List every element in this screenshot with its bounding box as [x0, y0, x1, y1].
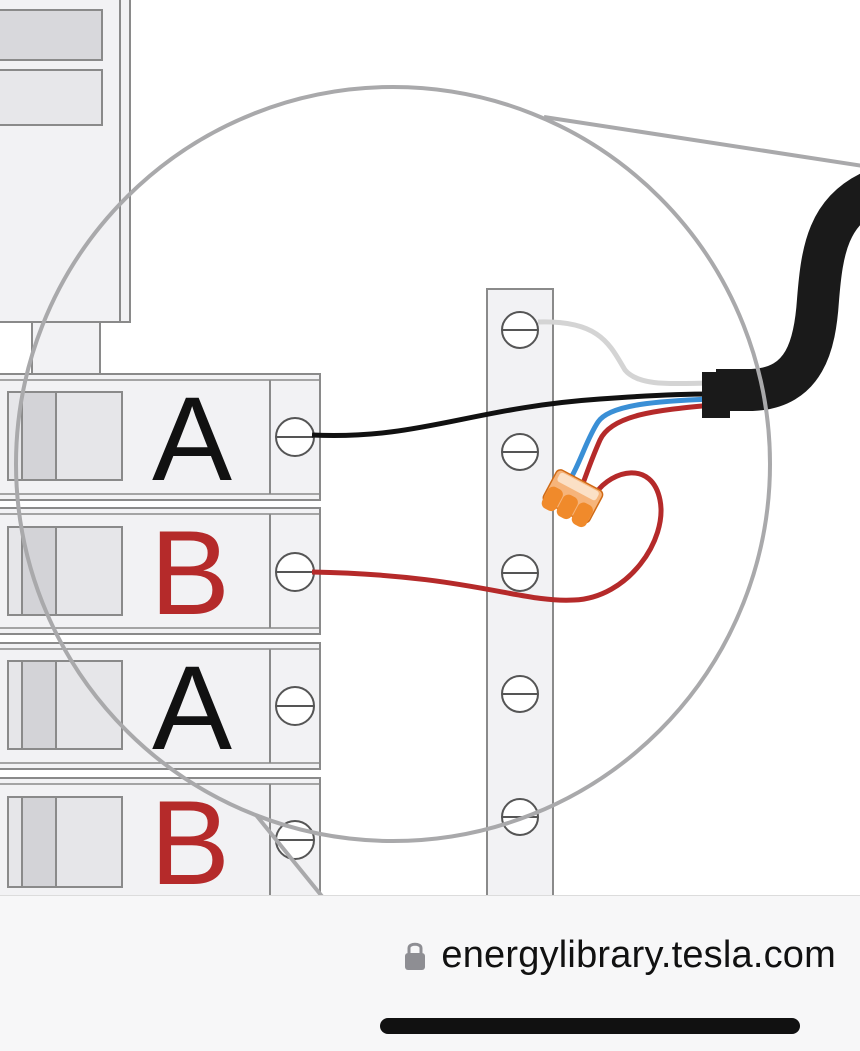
upper-panel — [0, 0, 131, 375]
magnifier — [14, 85, 860, 895]
breaker-stack: A B A — [0, 372, 321, 895]
bus-screw — [501, 554, 539, 592]
breaker-3: A — [0, 641, 321, 775]
breaker-4: B — [0, 776, 321, 895]
breaker-letter: A — [152, 372, 232, 506]
red-wire-loop — [311, 470, 664, 603]
bus-screw — [501, 675, 539, 713]
breaker-letter: B — [150, 506, 230, 640]
browser-address-bar: energylibrary.tesla.com — [0, 895, 860, 1051]
wiring-diagram: A B A — [0, 0, 860, 895]
wires — [311, 319, 713, 603]
lock-icon — [405, 942, 426, 970]
breaker-2: B — [0, 506, 321, 640]
white-wire — [537, 319, 713, 387]
red-wire-feed — [579, 402, 713, 487]
bus-screw — [501, 311, 539, 349]
blue-wire — [563, 396, 713, 488]
url-field[interactable]: energylibrary.tesla.com — [403, 930, 836, 980]
wire-connector — [541, 469, 604, 528]
bus-screw — [501, 433, 539, 471]
home-indicator[interactable] — [380, 1018, 800, 1034]
breaker-letter: A — [152, 641, 232, 775]
cable — [702, 173, 860, 418]
breaker-letter: B — [150, 776, 230, 895]
black-wire — [311, 391, 713, 439]
breaker-1: A — [0, 372, 321, 506]
url-text: energylibrary.tesla.com — [441, 933, 836, 976]
